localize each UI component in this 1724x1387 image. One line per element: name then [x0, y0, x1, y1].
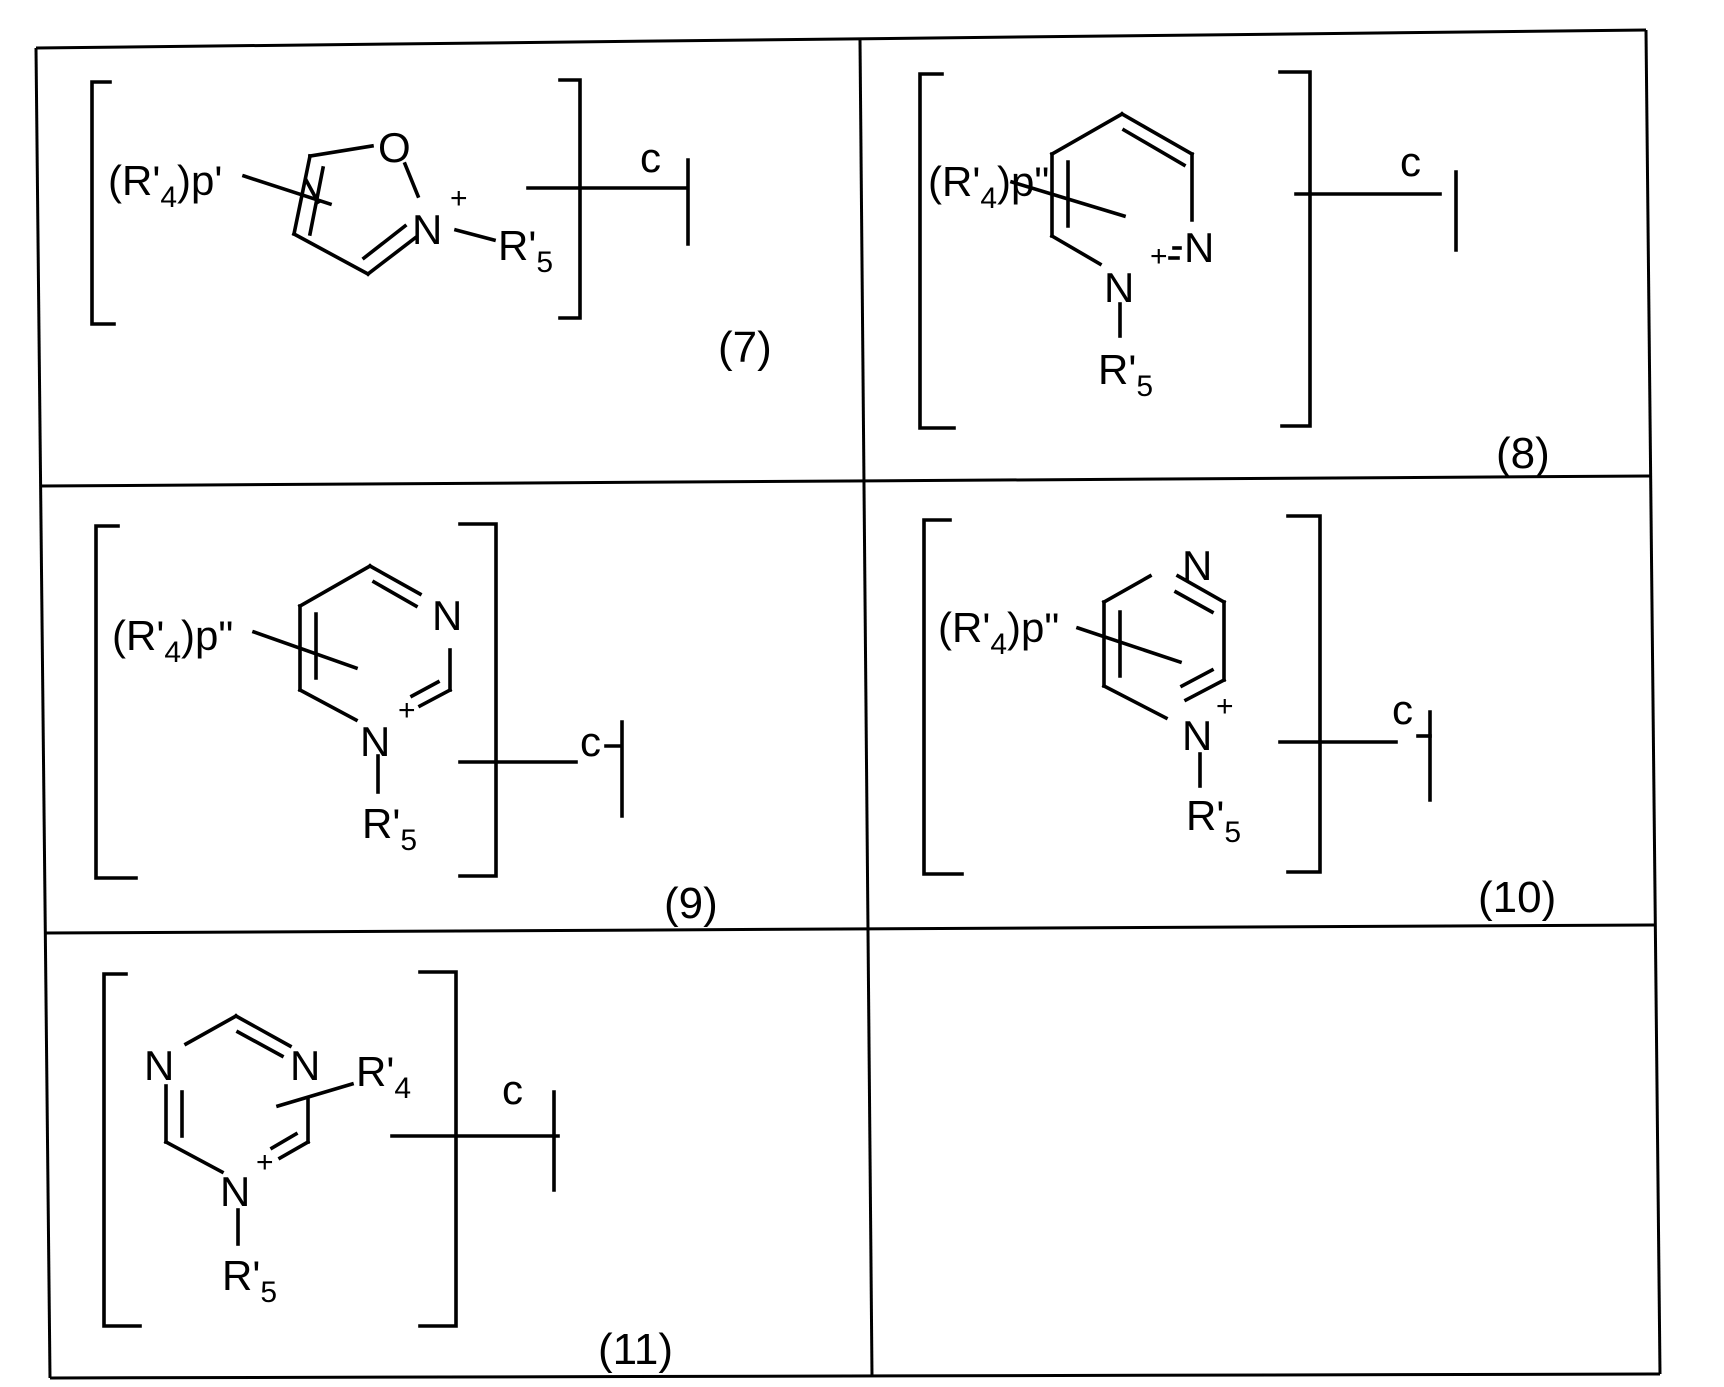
left-bracket — [920, 74, 954, 428]
nitrogen-atom-5: N — [290, 1042, 320, 1089]
p-label: )p' — [177, 157, 222, 204]
oxygen-atom: O — [378, 124, 411, 171]
r4-label: (R' — [928, 158, 980, 205]
right-bracket — [1288, 516, 1320, 872]
left-bracket — [104, 974, 140, 1326]
svg-text:R'5: R'5 — [1098, 346, 1153, 403]
nitrogen-atom: N — [412, 206, 442, 253]
r5-subscript: 5 — [400, 824, 417, 857]
r5-subscript: 5 — [260, 1276, 277, 1309]
nitrogen-atom-3: N — [432, 592, 462, 639]
svg-text:(R'4)p": (R'4)p" — [928, 158, 1049, 215]
charge-plus: + — [1216, 690, 1234, 723]
nitrogen-atom-3: N — [144, 1042, 174, 1089]
r4-label: (R' — [112, 612, 164, 659]
p-label: )p" — [1007, 604, 1059, 651]
compound-7: (R'4)p' O N + R'5 c (7) — [92, 80, 772, 372]
right-bracket — [420, 972, 456, 1326]
nitrogen-atom-1: N — [1104, 264, 1134, 311]
r5-label: R' — [1186, 792, 1224, 839]
right-bracket — [460, 524, 496, 876]
charge-plus: + — [256, 1146, 274, 1179]
compound-10: (R'4)p" N N + R'5 c (10) — [924, 516, 1556, 922]
c-label: c — [1392, 686, 1413, 733]
compound-number-7: (7) — [718, 323, 772, 372]
c-label: c — [1400, 138, 1421, 185]
nitrogen-atom-1: N — [220, 1168, 250, 1215]
right-bracket — [560, 80, 580, 318]
charge-plus: + — [450, 182, 468, 215]
r4-label: R' — [356, 1048, 394, 1095]
svg-text:R'5: R'5 — [1186, 792, 1241, 849]
left-bracket — [924, 520, 962, 874]
nitrogen-atom-1: N — [1182, 712, 1212, 759]
nitrogen-atom-1: N — [360, 718, 390, 765]
r5-label: R' — [222, 1252, 260, 1299]
svg-text:(R'4)p": (R'4)p" — [938, 604, 1059, 661]
r5-label: R' — [362, 800, 400, 847]
left-bracket — [96, 526, 136, 878]
r5-label: R' — [1098, 346, 1136, 393]
compound-8: (R'4)p" N N + R'5 c (8) — [920, 72, 1550, 478]
svg-text:R'5: R'5 — [362, 800, 417, 857]
r4-subscript: 4 — [990, 628, 1007, 661]
svg-text:R'4: R'4 — [356, 1048, 411, 1105]
r4-label: (R' — [938, 604, 990, 651]
r4-subscript: 4 — [160, 181, 177, 214]
p-label: )p" — [997, 158, 1049, 205]
compound-number-11: (11) — [598, 1325, 673, 1374]
right-bracket — [1280, 72, 1310, 426]
r4-label: (R' — [108, 157, 160, 204]
compound-number-9: (9) — [664, 879, 718, 928]
r4-subscript: 4 — [980, 182, 997, 215]
compound-number-8: (8) — [1496, 429, 1550, 478]
svg-text:R'5: R'5 — [222, 1252, 277, 1309]
r5-subscript: 5 — [536, 246, 553, 279]
charge-plus: + — [398, 694, 416, 727]
svg-text:R'5: R'5 — [498, 222, 553, 279]
svg-text:(R'4)p": (R'4)p" — [112, 612, 233, 669]
r5-subscript: 5 — [1136, 370, 1153, 403]
r4-subscript: 4 — [394, 1072, 411, 1105]
compound-11: N N N + R'4 R'5 c (11) — [104, 972, 673, 1374]
nitrogen-atom-2: N — [1184, 224, 1214, 271]
compound-number-10: (10) — [1478, 873, 1556, 922]
table-grid — [36, 30, 1660, 1378]
c-label: c — [640, 134, 661, 181]
r5-label: R' — [498, 222, 536, 269]
nitrogen-atom-4: N — [1182, 542, 1212, 589]
c-label: c — [502, 1066, 523, 1113]
charge-plus: + — [1150, 240, 1168, 273]
p-label: )p" — [181, 612, 233, 659]
c-label: c — [580, 718, 601, 765]
compound-9: (R'4)p" N N + R'5 c (9) — [96, 524, 718, 928]
svg-text:(R'4)p': (R'4)p' — [108, 157, 222, 214]
r5-subscript: 5 — [1224, 816, 1241, 849]
r4-subscript: 4 — [164, 636, 181, 669]
